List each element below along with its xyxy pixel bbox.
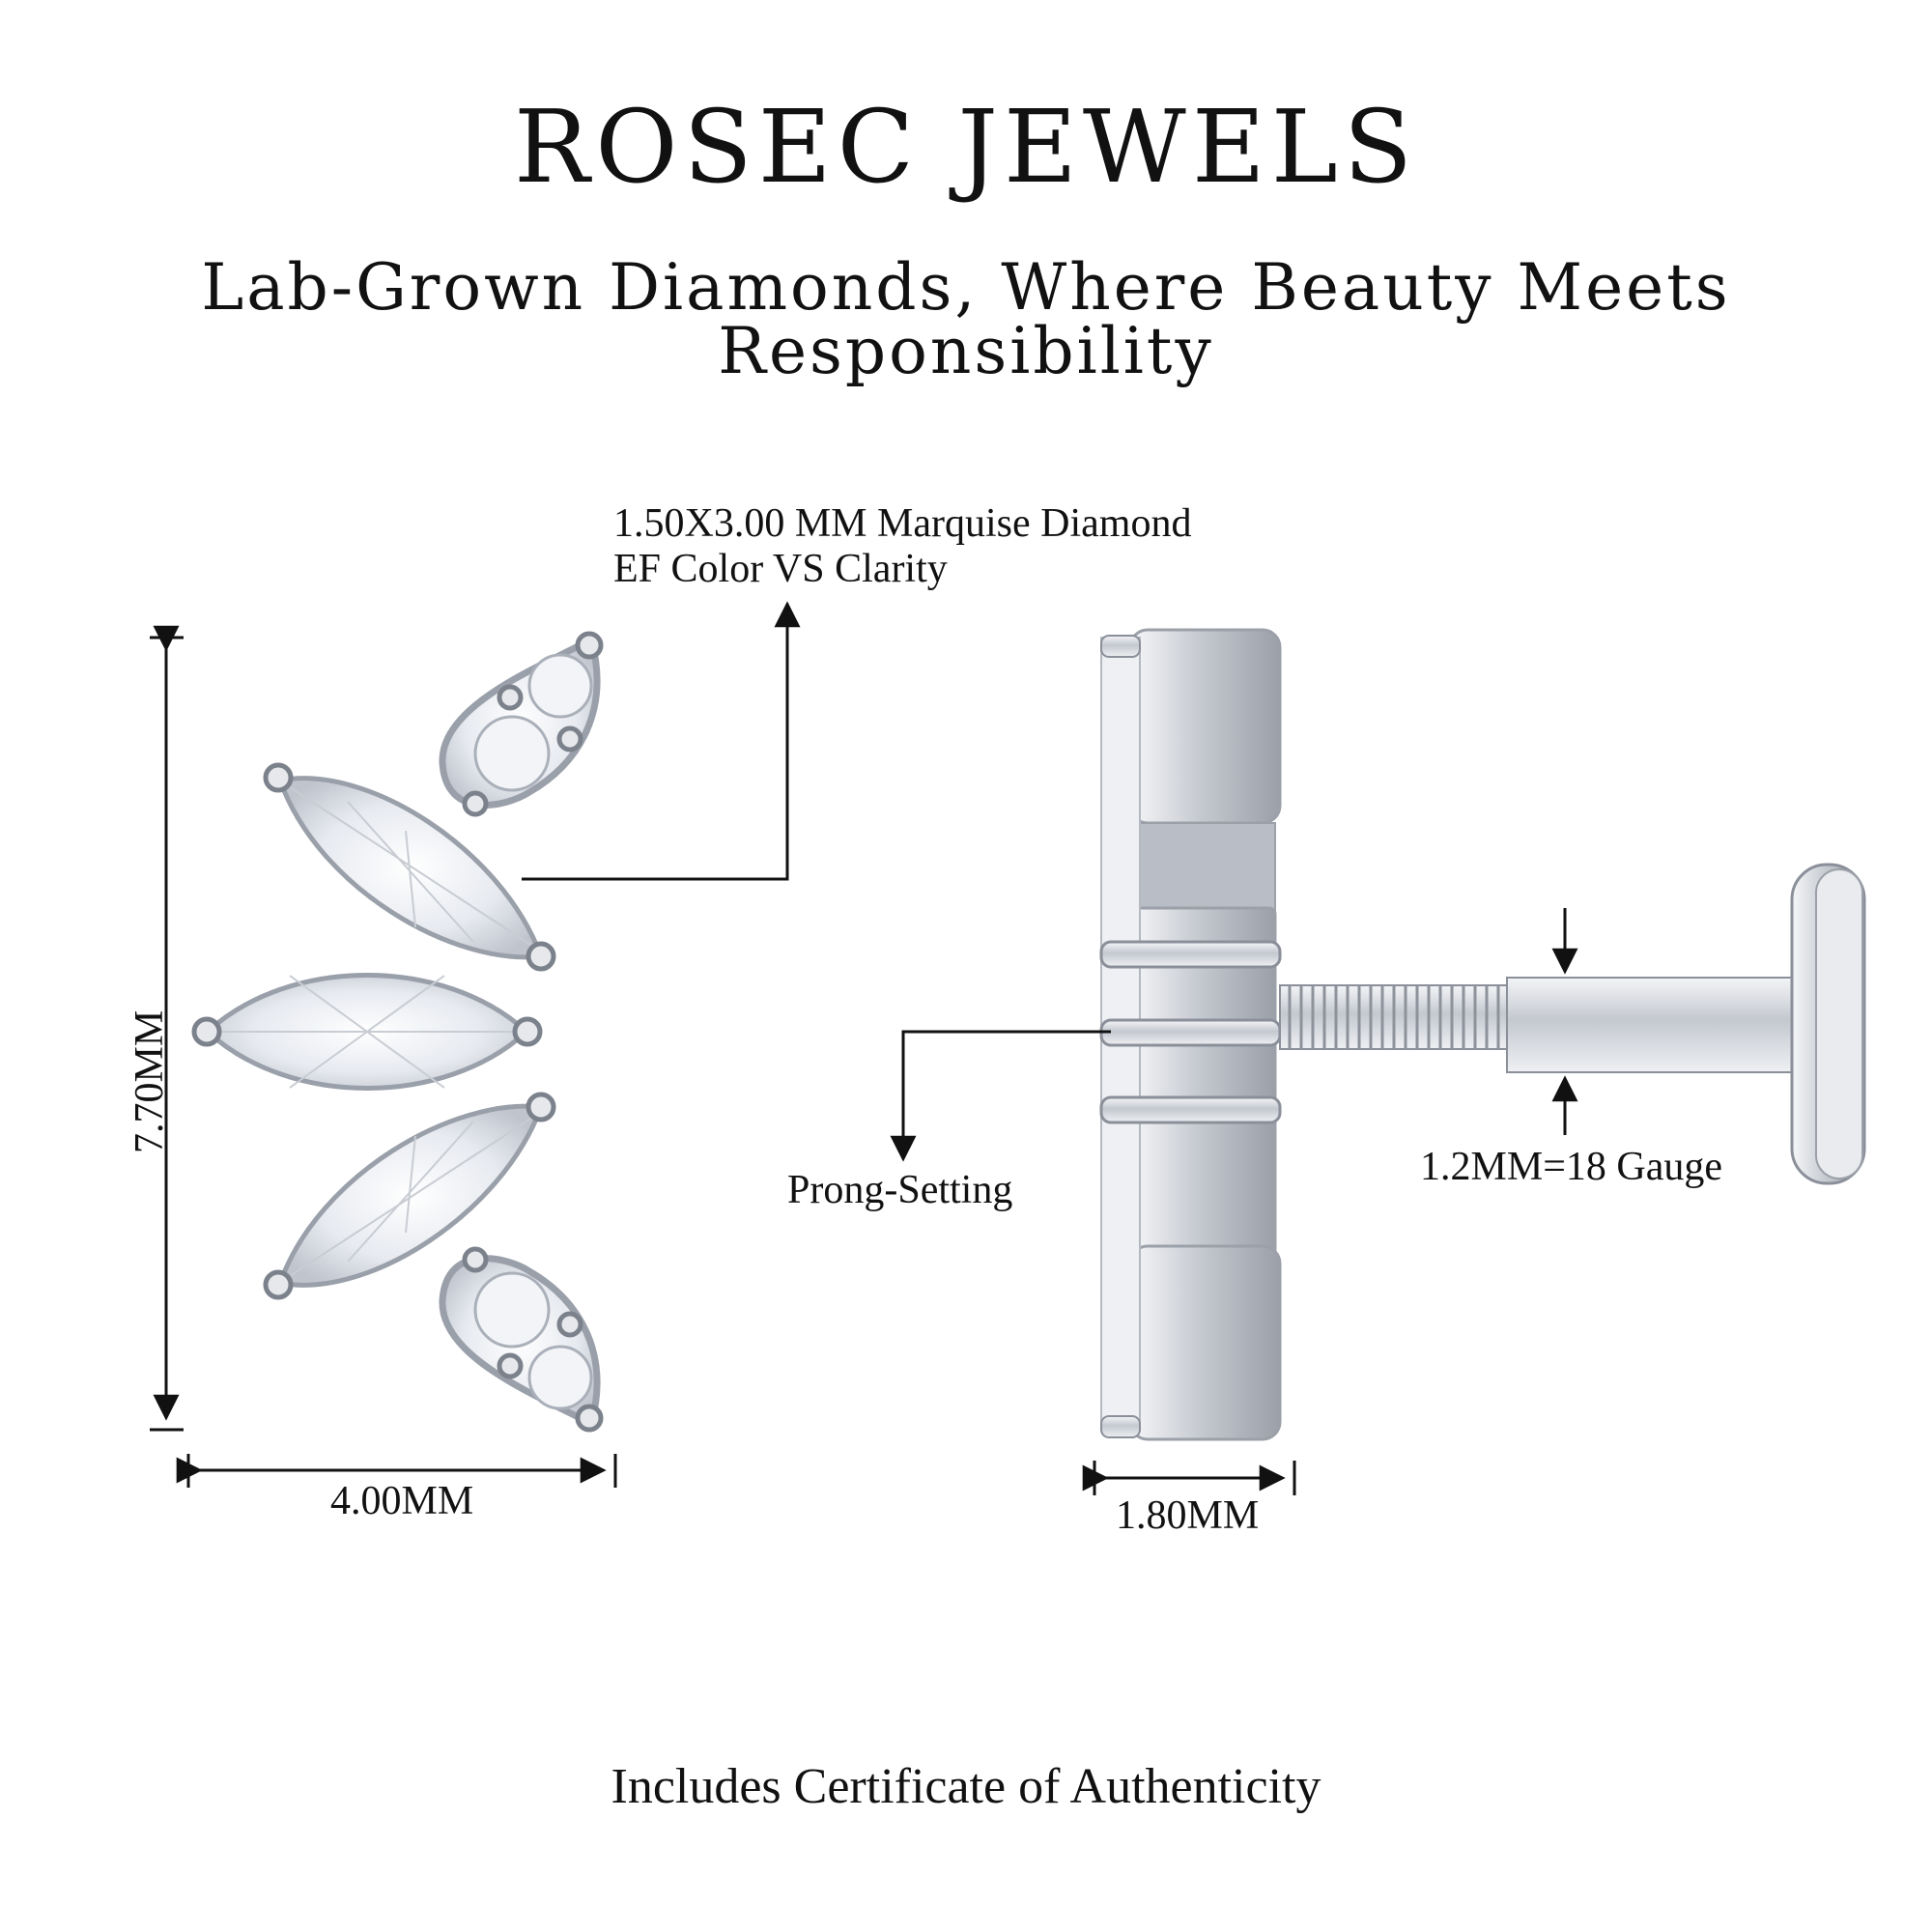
- brand-title: ROSEC JEWELS: [513, 88, 1419, 206]
- marquise-callout-leader: [522, 601, 801, 881]
- gauge-label: 1.2MM=18 Gauge: [1420, 1145, 1722, 1189]
- flat-back-disc: [1790, 863, 1866, 1185]
- depth-label: 1.80MM: [1116, 1493, 1260, 1538]
- height-label: 7.70MM: [128, 1009, 172, 1153]
- middle-marquise-diamond: [191, 973, 543, 1091]
- front-view-earring: [191, 631, 604, 1433]
- post-shaft: [1506, 977, 1798, 1073]
- brand-tagline: Lab-Grown Diamonds, Where Beauty Meets R…: [201, 250, 1731, 388]
- side-view-earring: [1099, 628, 1866, 1441]
- width-dimension: [176, 1454, 617, 1488]
- threaded-post: [1279, 984, 1513, 1050]
- upper-marquise-diamond: [263, 762, 556, 972]
- bottom-pear-cluster: [439, 1246, 604, 1433]
- lower-marquise-diamond: [263, 1092, 556, 1300]
- certificate-note: Includes Certificate of Authenticity: [611, 1759, 1321, 1814]
- stone-spec-line1: 1.50X3.00 MM Marquise Diamond: [613, 501, 1192, 546]
- width-label: 4.00MM: [330, 1479, 474, 1523]
- prong-setting-leader: [890, 1030, 1111, 1162]
- height-dimension: [150, 625, 184, 1432]
- prong-setting-label: Prong-Setting: [787, 1168, 1013, 1212]
- top-pear-cluster: [439, 631, 604, 817]
- depth-dimension: [1082, 1461, 1296, 1495]
- stone-spec-line2: EF Color VS Clarity: [613, 547, 948, 591]
